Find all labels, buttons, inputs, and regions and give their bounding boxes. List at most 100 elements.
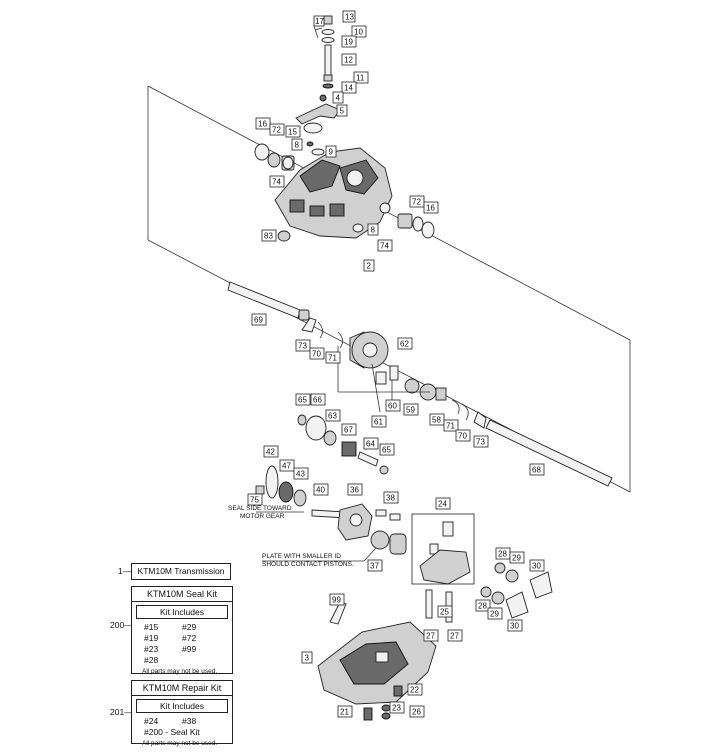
callout-61: 61 [371,415,387,428]
bracket-assembly [295,94,341,156]
repair-kit-box: KTM10M Repair Kit Kit Includes #24 #38 #… [131,680,233,747]
svg-text:59: 59 [406,406,415,415]
svg-text:27: 27 [426,632,435,641]
svg-text:28: 28 [498,550,507,559]
seal-kit-footer: All parts may not be used. [142,668,218,675]
svg-text:27: 27 [450,632,459,641]
svg-text:37: 37 [370,562,379,571]
callout-10: 10 [351,25,367,38]
callout-71a: 71 [325,351,341,364]
axle-right [485,419,613,487]
svg-text:29: 29 [512,554,521,563]
svg-text:4: 4 [336,94,341,103]
seal-kit-items: #15 #29 #19 #72 #23 #99 #28 [132,619,232,665]
svg-text:68: 68 [532,466,541,475]
svg-text:25: 25 [440,608,449,617]
svg-text:61: 61 [374,418,383,427]
callout-60: 60 [385,399,401,412]
svg-text:38: 38 [386,494,395,503]
callout-11: 11 [353,71,369,84]
repair-kit-title: KTM10M Repair Kit [132,681,232,696]
plate-note-line1: PLATE WITH SMALLER ID [262,553,341,560]
seal-kit-item: #29 [182,622,197,632]
motor-parts [255,465,347,519]
callout-72b: 72 [409,195,425,208]
svg-text:72: 72 [272,126,281,135]
svg-text:74: 74 [380,242,389,251]
callout-59: 59 [403,403,419,416]
svg-text:12: 12 [344,56,353,65]
callout-21: 21 [337,705,353,718]
svg-text:99: 99 [332,596,341,605]
seal-kit-item: #99 [182,644,197,654]
callout-47: 47 [279,459,295,472]
svg-text:9: 9 [329,148,334,157]
callout-4: 4 [332,91,344,104]
callout-14: 14 [341,81,357,94]
callout-3: 3 [301,651,313,664]
repair-kit-item: #38 [182,716,197,726]
callout-26: 26 [409,705,425,718]
svg-text:28: 28 [478,602,487,611]
repair-kit-ref: 201— [110,707,133,717]
callout-58: 58 [429,413,445,426]
seal-note-line2: MOTOR GEAR [240,513,285,520]
svg-text:16: 16 [258,120,267,129]
callout-27a: 27 [423,629,439,642]
center-block [337,503,407,555]
callout-5: 5 [336,104,348,117]
callout-72a: 72 [269,123,285,136]
svg-text:19: 19 [344,38,353,47]
svg-text:69: 69 [254,316,263,325]
svg-text:74: 74 [272,178,281,187]
callout-17: 17 [313,15,324,27]
seal-kit-item: #15 [144,622,159,632]
svg-text:22: 22 [410,686,419,695]
callout-27b: 27 [447,629,463,642]
svg-text:30: 30 [510,622,519,631]
callout-67: 67 [341,423,357,436]
repair-kit-item: #200 - Seal Kit [144,727,200,737]
svg-text:71: 71 [446,422,455,431]
seal-kit-title: KTM10M Seal Kit [132,587,232,602]
seal-kit-ref-number: 200 [110,620,125,630]
svg-text:47: 47 [282,462,291,471]
svg-text:36: 36 [350,486,359,495]
svg-text:73: 73 [298,342,307,351]
callout-2: 2 [363,259,375,272]
seal-kit-item: #72 [182,633,197,643]
svg-text:5: 5 [340,107,345,116]
svg-text:29: 29 [490,610,499,619]
svg-text:66: 66 [313,396,322,405]
pump-parts [297,414,389,475]
callout-75: 75 [247,493,263,506]
callout-83: 83 [261,229,277,242]
svg-text:16: 16 [426,204,435,213]
callout-70b: 70 [455,429,471,442]
callout-25: 25 [437,605,453,618]
leader-lines [337,346,430,413]
seal-kit-subtitle: Kit Includes [136,605,228,619]
callout-74b: 74 [377,239,393,252]
repair-kit-ref-number: 201 [110,707,125,717]
callout-68: 68 [529,463,545,476]
callout-28b: 28 [475,599,491,612]
svg-text:14: 14 [344,84,353,93]
transmission-label-box: KTM10M Transmission [131,563,231,580]
svg-text:11: 11 [356,74,365,83]
callout-40: 40 [313,483,329,496]
callout-64: 64 [363,437,379,450]
callout-29b: 29 [487,607,503,620]
svg-text:26: 26 [412,708,421,717]
valve-block [411,513,553,623]
svg-text:73: 73 [476,438,485,447]
callout-37: 37 [367,559,383,572]
callout-69: 69 [251,313,267,326]
callout-71b: 71 [443,419,459,432]
seal-kit-box: KTM10M Seal Kit Kit Includes #15 #29 #19… [131,586,233,675]
svg-text:42: 42 [266,448,275,457]
axle-left [227,281,310,321]
assembly-notes: SEAL SIDE TOWARD MOTOR GEAR PLATE WITH S… [228,505,377,568]
svg-text:40: 40 [316,486,325,495]
